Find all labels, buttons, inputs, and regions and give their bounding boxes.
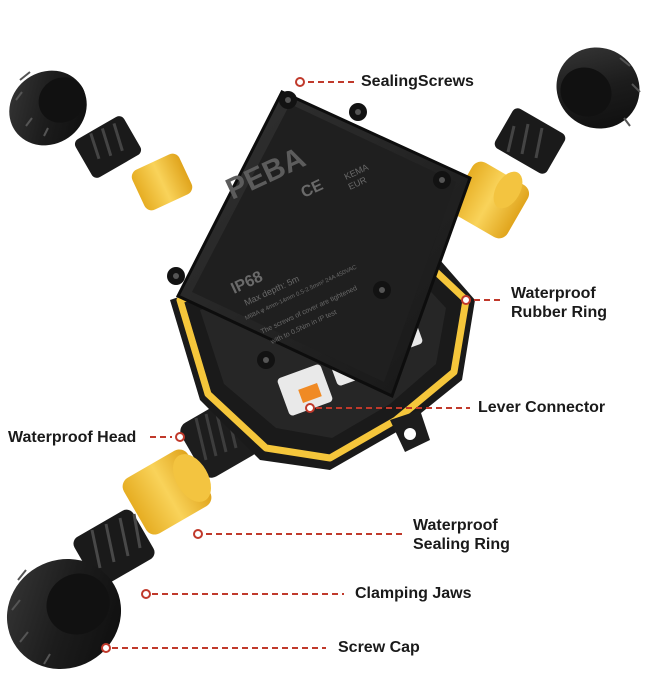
label-rubber-ring-line2: Rubber Ring (511, 304, 607, 321)
callout-lines (112, 81, 500, 649)
sealing-sleeve-upper-left (131, 153, 193, 211)
label-sealing-ring-line1: Waterproof (413, 517, 498, 534)
label-waterproof-head: Waterproof Head (8, 429, 137, 446)
dot-screw-cap (101, 643, 111, 653)
label-screw-cap: Screw Cap (338, 639, 420, 656)
dot-sealing-screws (295, 77, 305, 87)
clamping-jaws-top-right (494, 108, 566, 174)
label-sealing-ring-line2: Sealing Ring (413, 536, 510, 553)
label-rubber-ring-line1: Waterproof (511, 285, 596, 302)
clamping-jaws-top-left (74, 116, 142, 178)
dot-lever-connector (305, 403, 315, 413)
junction-box-lid (167, 90, 472, 399)
label-sealing-screws: SealingScrews (361, 73, 474, 90)
screw-cap-top-right (556, 47, 641, 129)
label-clamping-jaws: Clamping Jaws (355, 585, 472, 602)
dot-sealing-ring (193, 529, 203, 539)
dot-clamping-jaws (141, 589, 151, 599)
screw-cap-lower (6, 558, 122, 670)
dot-rubber-ring (461, 295, 471, 305)
sealing-sleeve-lower (122, 449, 212, 535)
screw-cap-top-left (9, 70, 87, 146)
callout-dots (101, 77, 471, 653)
label-lever-connector: Lever Connector (478, 399, 606, 416)
dot-waterproof-head (175, 432, 185, 442)
